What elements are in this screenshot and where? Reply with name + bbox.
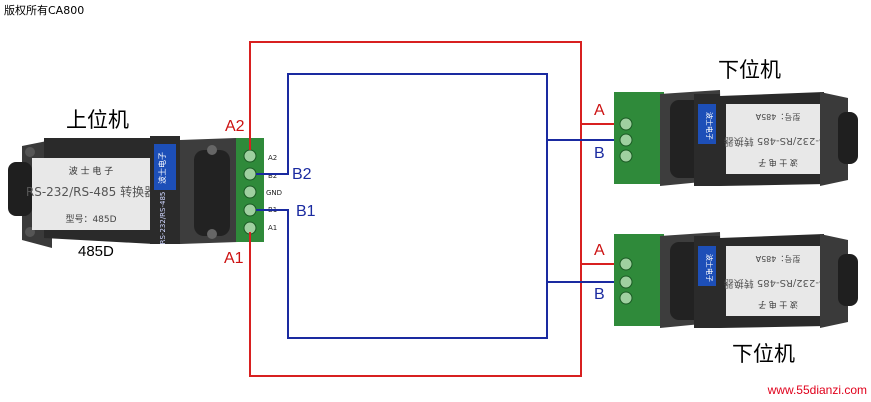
slave1-title: 下位机 <box>718 58 781 82</box>
slave1-terminal-screw-a <box>619 117 633 131</box>
host-label-model: 型号：485D <box>65 214 116 225</box>
watermark: www.55dianzi.com <box>767 383 867 397</box>
wire-b2 <box>256 73 616 175</box>
slave1-terminal-screw-gnd <box>619 149 633 163</box>
wire-b1 <box>256 209 616 339</box>
slave1-b-label: B <box>594 145 605 162</box>
slave2-label-name: RS-232/RS-485 转换器 <box>724 277 833 290</box>
slave-converter-2: 波士电子 波 士 电 子 RS-232/RS-485 转换器 型号：485A <box>614 232 858 328</box>
slave-converter-1: 波士电子 波 士 电 子 RS-232/RS-485 转换器 型号：485A <box>614 90 858 186</box>
host-terminal-label-b2: B2 <box>268 172 277 180</box>
wire-label-a1: A1 <box>224 250 244 267</box>
slave2-a-label: A <box>594 242 605 259</box>
host-model-label: 485D <box>78 243 114 260</box>
slave2-terminal-screw-gnd <box>619 291 633 305</box>
slave2-label-model: 型号：485A <box>755 254 800 263</box>
slave2-title: 下位机 <box>732 342 795 366</box>
slave2-label-brand: 波 士 电 子 <box>758 300 798 310</box>
host-badge <box>154 144 176 190</box>
slave1-label-brand: 波 士 电 子 <box>758 158 798 168</box>
wire-a2 <box>249 41 616 150</box>
host-terminal-screw-4 <box>243 203 257 217</box>
host-terminal-label-a1: A1 <box>268 224 277 232</box>
host-label-name: RS-232/RS-485 转换器 <box>26 184 156 199</box>
slave2-badge <box>698 246 716 286</box>
host-badge-text: 波士电子 <box>157 152 167 184</box>
host-screw-top <box>25 147 35 157</box>
slave1-badge-text: 波士电子 <box>705 112 714 140</box>
slave1-label-panel <box>726 104 830 174</box>
slave1-db9-plug <box>838 112 858 164</box>
host-label-panel <box>32 158 150 230</box>
host-title: 上位机 <box>66 108 129 132</box>
slave2-label-panel <box>726 246 830 316</box>
slave2-b-label: B <box>594 286 605 303</box>
slave1-a-label: A <box>594 102 605 119</box>
wire-label-b2: B2 <box>292 166 312 183</box>
copyright-text: 版权所有CA800 <box>4 4 85 17</box>
wires <box>249 41 616 377</box>
slave2-badge-text: 波士电子 <box>705 254 714 282</box>
host-db9-right-shell <box>194 150 230 236</box>
host-side-text: RS-232/RS-485 <box>159 192 167 245</box>
slave1-terminal-screw-b <box>619 133 633 147</box>
wire-label-a2: A2 <box>225 118 245 135</box>
slave1-badge <box>698 104 716 144</box>
host-converter: 波 士 电 子 RS-232/RS-485 转换器 型号：485D RS-232… <box>8 136 282 248</box>
slave1-label-model: 型号：485A <box>755 112 800 121</box>
host-terminal-screw-1 <box>243 149 257 163</box>
wire-a1 <box>249 232 616 377</box>
host-terminal-screw-3 <box>243 185 257 199</box>
slave2-terminal-screw-a <box>619 257 633 271</box>
slave2-db9-plug <box>838 254 858 306</box>
host-label-brand: 波 士 电 子 <box>69 165 114 177</box>
wire-label-b1: B1 <box>296 203 316 220</box>
slave1-label-name: RS-232/RS-485 转换器 <box>724 135 833 148</box>
host-db9-plug <box>8 162 32 216</box>
host-right-screw-top <box>207 145 217 155</box>
slave2-terminal-screw-b <box>619 275 633 289</box>
host-terminal-label-gnd: GND <box>266 189 282 197</box>
host-terminal-label-a2: A2 <box>268 154 277 162</box>
host-right-screw-bottom <box>207 229 217 239</box>
host-terminal-screw-2 <box>243 167 257 181</box>
